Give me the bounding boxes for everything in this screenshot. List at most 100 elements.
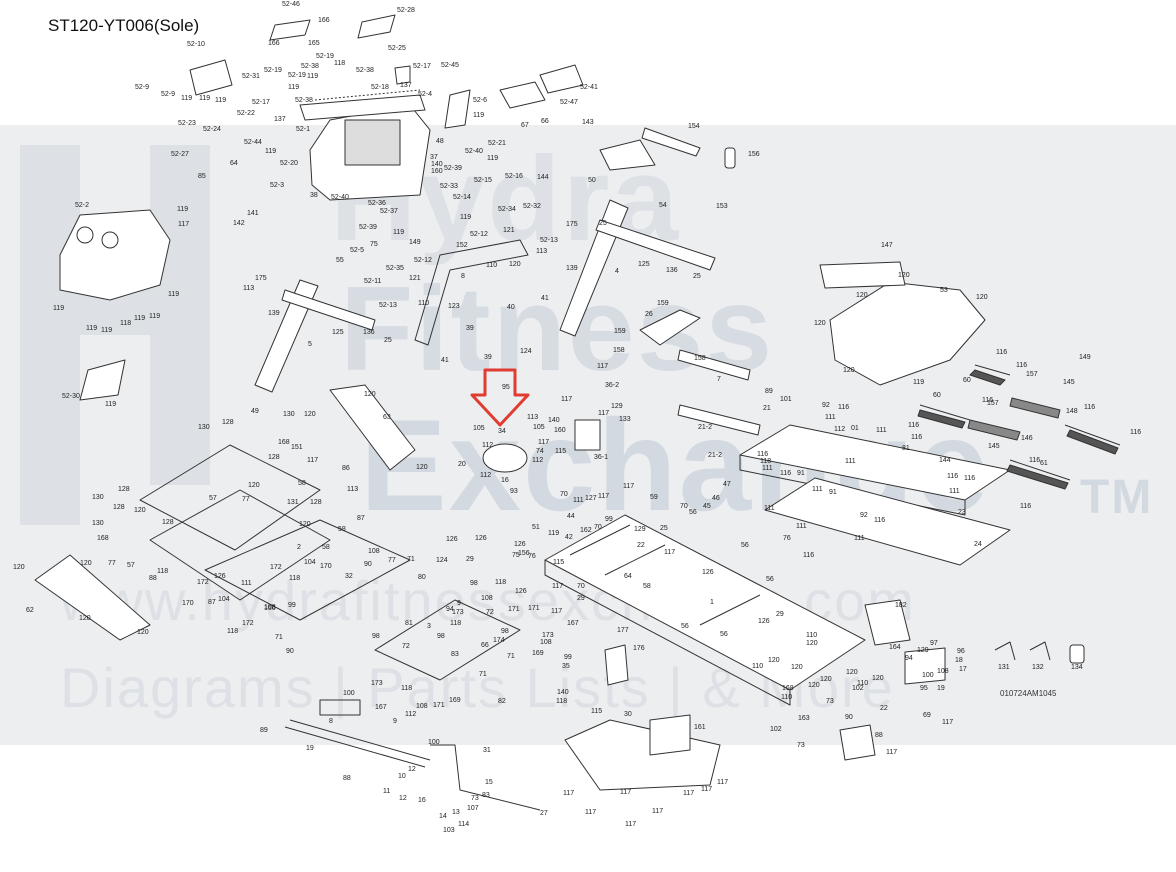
part-label: 148 <box>1066 408 1078 415</box>
part-label: 110 <box>752 663 763 670</box>
part-label: 52-44 <box>244 139 262 146</box>
part-label: 137 <box>274 116 286 123</box>
part-label: 11 <box>383 788 390 795</box>
part-label: 116 <box>947 473 958 480</box>
part-label: 168 <box>782 685 794 692</box>
part-label: 158 <box>613 347 625 354</box>
part-label: 120 <box>791 664 803 671</box>
part-label: 111 <box>573 497 584 504</box>
part-label: 120 <box>814 320 826 327</box>
part-label: 52-41 <box>580 84 598 91</box>
part-label: 35 <box>562 663 570 670</box>
part-label: 39 <box>466 325 474 332</box>
part-label: 120 <box>304 411 316 418</box>
part-label: 52-46 <box>282 1 300 8</box>
part-label: 56 <box>766 576 774 583</box>
part-label: 52-28 <box>397 7 415 14</box>
part-label: 129 <box>611 403 623 410</box>
part-label: 81 <box>902 445 910 452</box>
part-label: 113 <box>347 486 358 493</box>
part-label: 52-14 <box>453 194 471 201</box>
part-label: 173 <box>371 680 383 687</box>
part-label: 46 <box>712 495 720 502</box>
part-label: 120 <box>856 292 868 299</box>
part-label: 105 <box>533 424 545 431</box>
part-label: 119 <box>101 327 112 334</box>
part-label: 118 <box>120 320 131 327</box>
part-label: 120 <box>509 261 521 268</box>
part-label: 100 <box>343 690 355 697</box>
part-label: 7 <box>717 376 721 383</box>
part-label: 52-40 <box>465 148 483 155</box>
part-label: 52-35 <box>386 265 404 272</box>
part-label: 120 <box>248 482 260 489</box>
part-label: 172 <box>197 579 209 586</box>
part-label: 52-12 <box>414 257 432 264</box>
part-label: 121 <box>503 227 515 234</box>
part-label: 116 <box>982 397 993 404</box>
part-label: 52-22 <box>237 110 255 117</box>
part-label: 147 <box>881 242 893 249</box>
part-label: 104 <box>218 596 230 603</box>
part-label: 8 <box>461 273 465 280</box>
part-label: 66 <box>541 118 549 125</box>
part-label: 152 <box>456 242 468 249</box>
part-label: 133 <box>619 416 631 423</box>
part-label: 70 <box>577 583 585 590</box>
part-label: 126 <box>475 535 487 542</box>
part-label: 108 <box>540 639 552 646</box>
part-label: 118 <box>227 628 238 635</box>
part-label: 126 <box>214 573 226 580</box>
part-label: 119 <box>393 229 404 236</box>
part-label: 120 <box>13 564 25 571</box>
part-label: 119 <box>307 73 318 80</box>
part-label: 118 <box>157 568 168 575</box>
part-label: 171 <box>508 606 520 613</box>
left-handrail <box>59 209 171 301</box>
part-label: 102 <box>770 726 782 733</box>
part-label: 117 <box>597 363 608 370</box>
part-label: 119 <box>913 379 924 386</box>
part-label: 82 <box>498 698 506 705</box>
part-label: 119 <box>548 530 559 537</box>
part-label: 29 <box>466 556 474 563</box>
part-label: 34 <box>498 428 506 435</box>
part-label: 113 <box>527 414 538 421</box>
part-label: 39 <box>484 354 492 361</box>
part-label: 90 <box>286 648 294 655</box>
part-label: 52-9 <box>135 84 149 91</box>
part-label: 55 <box>336 257 344 264</box>
part-label: 83 <box>482 792 490 799</box>
part-label: 120 <box>820 676 832 683</box>
part-label: 111 <box>845 458 856 465</box>
part-label: 18 <box>955 657 963 664</box>
part-label: 117 <box>551 608 562 615</box>
part-label: 116 <box>911 434 922 441</box>
part-label: 71 <box>479 671 487 678</box>
part-label: 114 <box>458 821 469 828</box>
part-label: 13 <box>452 809 460 816</box>
part-label: 14 <box>439 813 447 820</box>
part-label: 127 <box>585 495 597 502</box>
part-label: 104 <box>304 559 316 566</box>
left-upright <box>254 279 319 393</box>
part-label: 120 <box>134 507 146 514</box>
part-label: 119 <box>149 313 160 320</box>
part-label: 52-6 <box>473 97 487 104</box>
part-label: 52-19 <box>316 53 334 60</box>
part-label: 128 <box>310 499 322 506</box>
part-label: 139 <box>566 265 578 272</box>
part-label: 117 <box>625 821 636 828</box>
part-label: 172 <box>270 564 282 571</box>
part-label: 98 <box>372 633 380 640</box>
part-label: 130 <box>92 520 104 527</box>
part-label: 117 <box>623 483 634 490</box>
part-label: 56 <box>681 623 689 630</box>
part-label: 52-2 <box>75 202 89 209</box>
part-label: 52-1 <box>296 126 310 133</box>
part-label: 88 <box>149 575 157 582</box>
part-label: 119 <box>105 401 116 408</box>
part-label: 56 <box>689 509 697 516</box>
part-label: 12 <box>408 766 416 773</box>
